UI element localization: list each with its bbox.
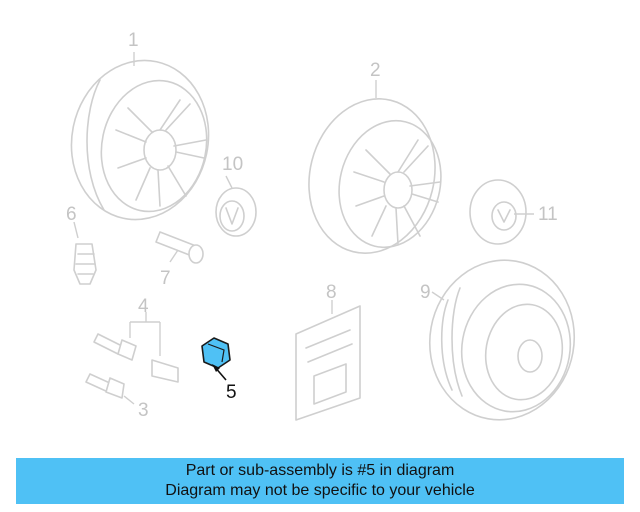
part-8-label-placard[interactable] xyxy=(295,305,361,421)
callout-5[interactable]: 5 xyxy=(226,382,237,403)
part-4-lug-bolts[interactable] xyxy=(93,333,179,383)
callout-4[interactable]: 4 xyxy=(138,296,149,317)
callout-2[interactable]: 2 xyxy=(370,60,381,81)
part-2-alloy-wheel[interactable] xyxy=(293,85,454,266)
callout-1[interactable]: 1 xyxy=(128,30,139,51)
part-11-hub-cover[interactable] xyxy=(469,179,527,245)
callout-9[interactable]: 9 xyxy=(420,282,431,303)
callout-3[interactable]: 3 xyxy=(138,400,149,421)
info-banner: Part or sub-assembly is #5 in diagram Di… xyxy=(16,458,624,504)
part-10-center-cap[interactable] xyxy=(215,187,257,237)
part-5-lug-nut[interactable] xyxy=(201,337,231,369)
callout-8[interactable]: 8 xyxy=(326,282,337,303)
banner-line-1: Part or sub-assembly is #5 in diagram xyxy=(185,462,455,479)
part-6-valve-stem[interactable] xyxy=(73,243,97,285)
parts-diagram: 1 2 10 11 6 7 4 xyxy=(57,30,587,432)
part-7-tpms-valve[interactable] xyxy=(155,231,204,264)
callout-6[interactable]: 6 xyxy=(66,204,77,225)
banner-line-2: Diagram may not be specific to your vehi… xyxy=(165,482,475,499)
part-9-tire[interactable] xyxy=(417,249,587,432)
part-3-wheel-bolt[interactable] xyxy=(85,373,125,399)
callout-7[interactable]: 7 xyxy=(160,268,171,289)
part-1-alloy-wheel[interactable] xyxy=(57,48,223,233)
callout-11[interactable]: 11 xyxy=(538,204,558,225)
callout-10[interactable]: 10 xyxy=(222,154,243,175)
